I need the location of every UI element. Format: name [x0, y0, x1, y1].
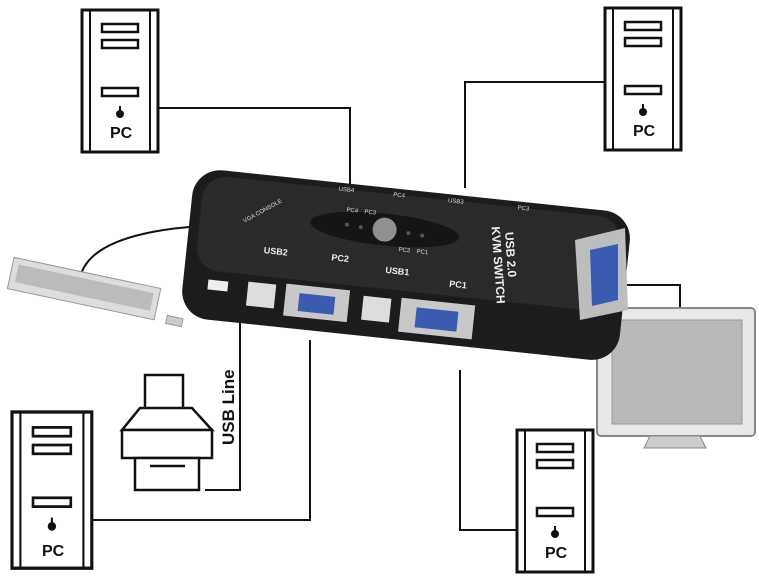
- monitor: [596, 307, 756, 449]
- led-label: PC1: [416, 249, 429, 256]
- led-pc4: [344, 222, 349, 227]
- back-port-label: PC3: [517, 205, 530, 212]
- printer: [119, 373, 215, 492]
- front-port-label: USB2: [263, 245, 288, 257]
- led-label: PC3: [364, 209, 377, 216]
- pc-label: PC: [633, 123, 656, 140]
- usb-b-port-2[interactable]: [245, 281, 277, 309]
- pc-bottom-left: PC: [10, 410, 94, 570]
- pc-bottom-center: PC: [515, 428, 595, 574]
- led-label: PC4: [346, 208, 359, 215]
- pc-label: PC: [42, 543, 65, 560]
- vga-console-port[interactable]: [575, 228, 628, 320]
- led-pc3: [358, 225, 363, 230]
- usb-b-port-1[interactable]: [361, 295, 392, 323]
- pc-top-left: PC: [80, 8, 160, 154]
- kvm-switch: PC4 PC3 PC2 PC1 USB4 PC4 USB3 PC3 VGA CO…: [182, 170, 630, 360]
- led-pc2: [406, 231, 411, 236]
- switch-button[interactable]: [371, 216, 397, 242]
- usb-a-port[interactable]: [207, 279, 229, 292]
- usb-line-label: USB Line: [219, 369, 238, 445]
- front-port-label: PC2: [331, 252, 349, 264]
- front-port-label: PC1: [449, 279, 467, 291]
- back-port-label: USB3: [448, 198, 465, 206]
- device-subtitle: KVM SWITCH: [489, 226, 508, 304]
- device-title: USB 2.0: [502, 231, 519, 278]
- pc-label: PC: [545, 545, 568, 562]
- led-pc1: [420, 233, 425, 238]
- keyboard: [6, 256, 184, 328]
- pc-top-right: PC: [603, 6, 683, 152]
- back-port-label: USB4: [338, 187, 355, 195]
- back-port-label: PC4: [393, 192, 406, 199]
- led-label: PC2: [398, 247, 411, 254]
- pc-label: PC: [110, 125, 133, 142]
- front-port-label: USB1: [385, 265, 410, 277]
